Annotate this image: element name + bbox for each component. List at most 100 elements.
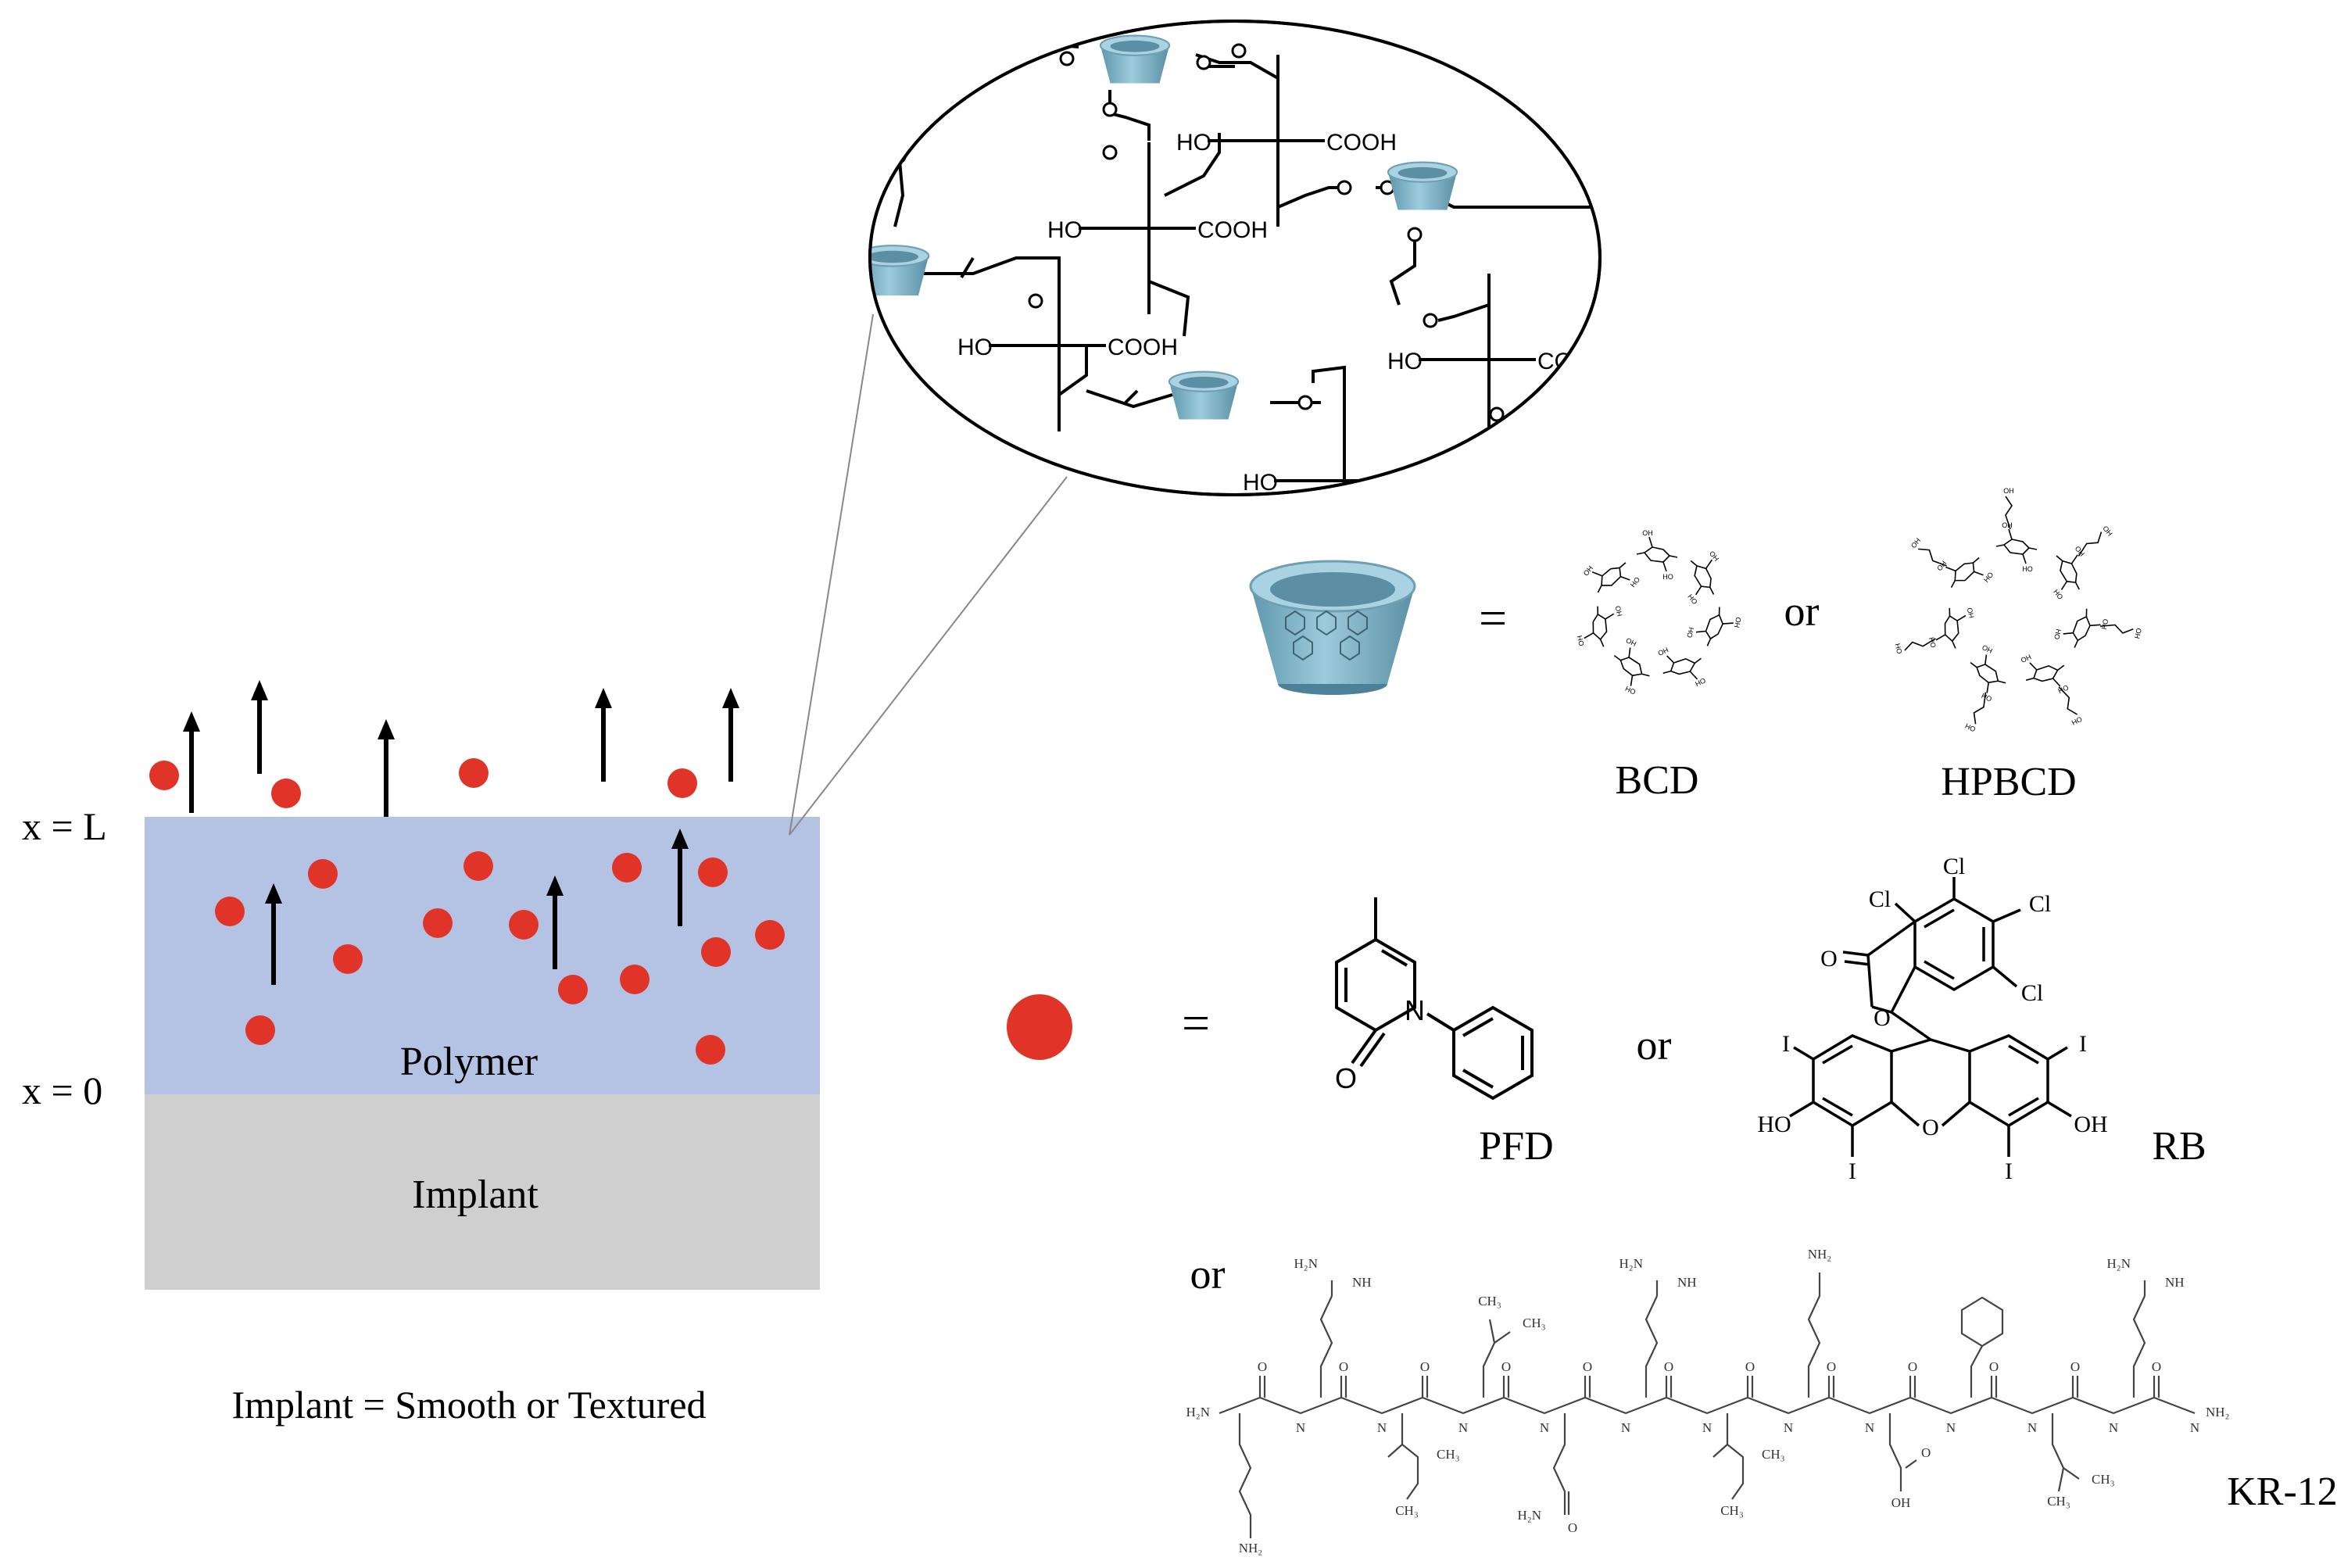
kr12-atom-label: H₂N	[1518, 1508, 1541, 1523]
kr12-atom-label: O	[1827, 1359, 1836, 1374]
oxygen-atom	[1297, 395, 1313, 410]
ring-oh: OH	[2101, 524, 2113, 538]
rb-label: RB	[2152, 1124, 2206, 1169]
oxygen-atom	[1337, 180, 1352, 195]
kr12-atom-label: N	[1296, 1420, 1305, 1435]
kr12-atom-label: NH	[1352, 1275, 1372, 1290]
rb-oh: OH	[2074, 1112, 2107, 1137]
release-arrow-head	[595, 688, 612, 708]
drug-dot	[459, 758, 489, 788]
polymer-label: Polymer	[400, 1040, 538, 1084]
kr12-atom-label: O	[1501, 1359, 1511, 1374]
kr12-atom-label: O	[1583, 1359, 1592, 1374]
kr12-atom-label: O	[1258, 1359, 1267, 1374]
coating-schematic: x = L x = 0 Polymer Implant Implant = Sm…	[22, 680, 820, 1427]
release-arrow-head	[722, 688, 739, 708]
network-cooh: COOH	[1537, 349, 1608, 374]
kr12-atom-label: O	[1921, 1445, 1931, 1460]
ring-oh: OH	[2003, 487, 2014, 495]
oxygen-atom	[1407, 227, 1423, 242]
drug-or-1: or	[1637, 1022, 1672, 1069]
drug-dot	[620, 965, 650, 994]
pfd-atom-n: N	[1405, 994, 1425, 1026]
ring-oh: OH	[2099, 618, 2110, 630]
oxygen-atom	[1423, 313, 1438, 328]
zoom-lines	[789, 313, 1068, 836]
implant-layer	[145, 1094, 820, 1290]
ring-ho: HO	[2052, 628, 2063, 640]
kr12-label: KR-12	[2227, 1470, 2337, 1514]
drug-dot	[149, 761, 179, 790]
ring-oh: OH	[1582, 564, 1594, 578]
kr12-atom-label: O	[1568, 1520, 1577, 1535]
ring-ho: HO	[1657, 646, 1670, 657]
rb-ho: HO	[1757, 1112, 1791, 1137]
oxygen-atom	[1059, 51, 1075, 66]
ring-oh: OH	[1624, 685, 1637, 696]
x-equals-L-label: x = L	[22, 804, 107, 848]
rb-i-1: I	[1782, 1031, 1790, 1057]
release-arrow-head	[378, 719, 395, 739]
ring-ho: HO	[1982, 571, 1995, 584]
rb-cl-2: Cl	[1943, 854, 1965, 879]
kr12-atom-label: N	[1377, 1420, 1387, 1435]
ring-oh: OH	[2070, 715, 2084, 727]
rb-i-2: I	[2079, 1031, 2087, 1057]
pfd-atom-o: O	[1335, 1062, 1357, 1094]
oxygen-atom	[1102, 145, 1118, 160]
ring-ho: HO	[2052, 588, 2064, 601]
kr12-atom-label: O	[1339, 1359, 1348, 1374]
glucose-unit: OH HO	[1582, 562, 1641, 593]
oxygen-atom	[1489, 406, 1505, 422]
kr12-atom-label: N	[1865, 1420, 1874, 1435]
drug-dot	[509, 910, 539, 940]
network-ho: HO	[1047, 217, 1083, 243]
glucose-unit: OH HO OH	[2052, 608, 2143, 648]
drug-dot	[612, 853, 642, 882]
kr12-atom-label: NH	[2165, 1275, 2185, 1290]
ring-oh: OH	[1708, 550, 1720, 563]
oxygen-atom	[1102, 102, 1118, 117]
ring-oh: OH	[1981, 692, 1994, 703]
ring-oh: OH	[1909, 536, 1922, 550]
network-ho: HO	[1243, 470, 1278, 496]
drug-dot	[215, 897, 245, 926]
network-cooh: COOH	[1393, 470, 1463, 496]
ring-ho: HO	[1662, 573, 1673, 581]
rb-cl-3: Cl	[2029, 891, 2051, 917]
kr12-atom-label: N	[2027, 1420, 2037, 1435]
cyclodextrin-cup-icon	[870, 245, 930, 296]
kr12-atom-label: NH₂	[1808, 1247, 1831, 1262]
drug-dot	[308, 859, 338, 889]
drug-dot	[423, 908, 453, 938]
kr12-atom-label: H₂N	[2107, 1256, 2131, 1271]
rb-o-carbonyl: O	[1820, 946, 1838, 972]
kr12-atom-label: H₂N	[1619, 1256, 1643, 1271]
kr12-atom-label: CH₃	[1720, 1503, 1744, 1518]
pfd-label: PFD	[1479, 1124, 1553, 1169]
ring-oh: OH	[2133, 628, 2143, 639]
kr12-atom-label: N	[1702, 1420, 1712, 1435]
ring-ho: HO	[1966, 607, 1976, 618]
cyclodextrin-cup-icon	[1099, 34, 1171, 84]
kr12-atom-label: N	[1540, 1420, 1549, 1435]
kr12-atom-label: N	[1458, 1420, 1468, 1435]
kr12-atom-label: CH₃	[1523, 1316, 1546, 1330]
drug-legend: = N O PFD or	[1007, 854, 2337, 1555]
network-ho: HO	[957, 335, 993, 360]
ring-ho: HO	[1629, 575, 1641, 589]
network-cooh: COOH	[1108, 335, 1178, 360]
release-arrow-head	[265, 883, 282, 904]
